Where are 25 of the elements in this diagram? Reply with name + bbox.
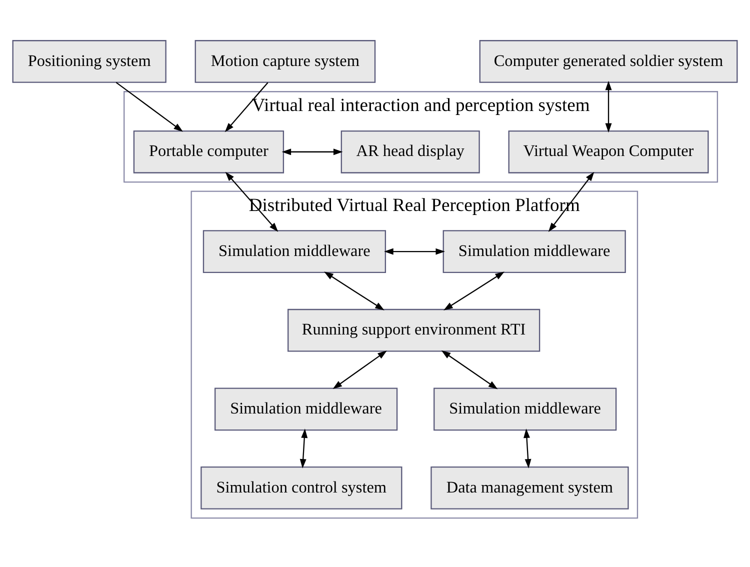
- node-box: Portable computer: [133, 130, 284, 173]
- node-box: Simulation middleware: [434, 387, 617, 430]
- node-box: Simulation middleware: [202, 230, 386, 272]
- arrow: [524, 428, 532, 468]
- arrow: [441, 350, 498, 389]
- arrow: [300, 428, 308, 468]
- node-box: Running support environment RTI: [288, 308, 540, 352]
- node-box: Simulation middleware: [214, 387, 398, 430]
- node-box: Computer generated soldier system: [479, 40, 738, 82]
- node-box: Simulation control system: [200, 466, 402, 509]
- node-box: Data management system: [430, 466, 629, 509]
- arrow: [224, 82, 268, 132]
- node-box: Positioning system: [12, 40, 166, 82]
- arrow: [444, 271, 504, 310]
- node-box: AR head display: [340, 130, 480, 173]
- node-box: Virtual Weapon Computer: [508, 130, 709, 173]
- node-box: Simulation middleware: [442, 230, 626, 272]
- arrow: [324, 271, 384, 310]
- arrow: [548, 171, 594, 232]
- arrow: [282, 148, 343, 155]
- arrow: [225, 171, 278, 232]
- arrow: [384, 248, 446, 254]
- arrow: [332, 350, 387, 389]
- node-box: Motion capture system: [194, 40, 376, 82]
- arrow: [605, 80, 612, 132]
